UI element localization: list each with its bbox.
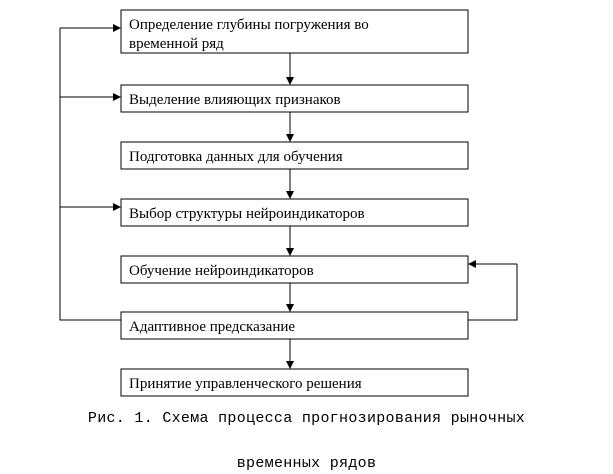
step-box-data-prep: Подготовка данных для обучения: [120, 141, 469, 170]
feedback-line-left: [59, 28, 121, 321]
step-box-depth: Определение глубины погружения во времен…: [120, 9, 469, 54]
figure-caption-line1: Рис. 1. Схема процесса прогнозирования р…: [87, 410, 526, 427]
step-label-prediction: Адаптивное предсказание: [129, 319, 295, 335]
step-label-features: Выделение влияющих признаков: [129, 92, 341, 108]
step-label-data-prep: Подготовка данных для обучения: [129, 149, 343, 165]
step-box-decision: Принятие управленческого решения: [120, 368, 469, 397]
step-label-training: Обучение нейроиндикаторов: [129, 263, 314, 279]
figure-caption-line2: временных рядов: [236, 455, 377, 472]
step-label-structure: Выбор структуры нейроиндикаторов: [129, 206, 365, 222]
step-label-depth-line1: Определение глубины погружения во: [129, 17, 369, 33]
step-box-features: Выделение влияющих признаков: [120, 84, 469, 113]
step-box-prediction: Адаптивное предсказание: [120, 311, 469, 340]
step-box-training: Обучение нейроиндикаторов: [120, 255, 469, 284]
step-box-structure: Выбор структуры нейроиндикаторов: [120, 198, 469, 227]
step-label-decision: Принятие управленческого решения: [129, 376, 362, 392]
step-label-depth-line2: временной ряд: [129, 36, 224, 52]
feedback-line-right: [468, 264, 518, 321]
